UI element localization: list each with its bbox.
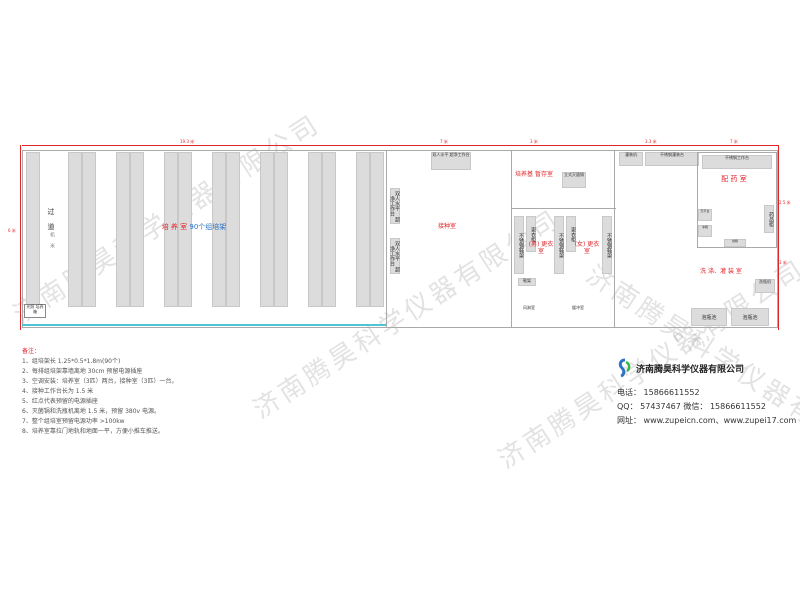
dispense-room: 不锈钢工作台 配 药 室 天平台 冰箱 烘箱 药品柜: [697, 152, 777, 248]
rack-column: [116, 152, 130, 307]
dimension-label: 3 米: [779, 260, 787, 265]
dimension-label: 3 米: [530, 139, 538, 144]
dimension-label: 7 米: [730, 139, 738, 144]
rack-column: [164, 152, 178, 307]
wash-room-label: 洗 涤、灌 装 室: [700, 268, 742, 275]
male-locker: 更衣柜: [526, 216, 536, 252]
dimension-line: [22, 145, 778, 146]
divider-wall: [512, 208, 616, 209]
balance-bench: 天平台: [698, 209, 712, 221]
rack-column: [82, 152, 96, 307]
soak-pool-2: 泡瓶池: [731, 308, 769, 326]
note-item: 5、红点代表预留的电源插座: [22, 398, 98, 405]
floor-plan: [22, 150, 778, 328]
dimension-height: 6 米: [8, 228, 16, 233]
rack-column: [260, 152, 274, 307]
bottle-washer: 洗瓶机: [755, 279, 775, 293]
rack-column: [212, 152, 226, 307]
medium-storage-label: 培养基 暂存室: [515, 171, 553, 178]
culture-room: 过 道 机 米 培 养 室 90个组培架 光照 培养箱: [22, 150, 386, 328]
clean-bench-left: 双人水平 超净工作台: [389, 238, 400, 274]
rack-column: [68, 152, 82, 307]
filling-machine: 灌装机: [619, 152, 643, 166]
rack-column: [308, 152, 322, 307]
rack-column: [178, 152, 192, 307]
dimension-label: 2.5 米: [779, 200, 791, 205]
rack-column: [26, 152, 40, 307]
drying-oven: 烘箱: [724, 239, 746, 247]
light-incubator: 光照 培养箱: [24, 304, 46, 318]
note-item: 8、培养室靠拉门地轨和地面一平，方便小推车推送。: [22, 428, 164, 435]
website-line: 网址： www.zupeicn.com、www.zupei17.com: [617, 416, 797, 425]
rack-column: [322, 152, 336, 307]
dimension-total: 19.3 米: [180, 139, 195, 144]
culture-room-racks: 90个组培架: [189, 223, 227, 231]
notes: 备注： 1、组培架长 1.25*0.5*1.8m(90个) 2、每排组培架靠墙离…: [22, 347, 322, 437]
rack-column: [130, 152, 144, 307]
corridor-label: 过 道: [47, 208, 55, 230]
note-item: 3、空调安装：培养室（3匹）两台，接种室（3匹）一台。: [22, 378, 178, 385]
male-locker-2: 不锈钢鞋架: [554, 216, 564, 274]
company-logo: [617, 358, 633, 378]
dispense-label: 配 药 室: [721, 175, 747, 183]
culture-room-name: 培 养 室: [161, 223, 188, 231]
clean-bench-left: 双人水平 超净工作台: [389, 188, 400, 224]
note-item: 6、灭菌锅和洗瓶机离地 1.5 米，预留 380v 电源。: [22, 408, 160, 415]
notes-title: 备注：: [22, 348, 41, 355]
culture-room-label: 培 养 室 90个组培架: [134, 223, 254, 231]
buffer-room: 缓冲室: [572, 305, 584, 310]
phone-line: 电话： 15866611552: [617, 388, 700, 397]
clean-bench-top: 双人水平 超净工作台: [431, 152, 471, 170]
qq-line: QQ： 57437467 微信： 15866611552: [617, 402, 766, 411]
female-locker: 更衣柜: [566, 216, 576, 252]
dimension-label: 7 米: [440, 139, 448, 144]
note-item: 7、整个组培室预留电源功率 >100kw: [22, 418, 125, 425]
rack-column: [356, 152, 370, 307]
inoculation-label: 接种室: [437, 223, 456, 230]
air-shower-room: 风淋室: [523, 305, 535, 310]
company-contact: 电话： 15866611552 QQ： 57437467 微信： 1586661…: [617, 386, 797, 428]
female-locker-room: (女) 更衣室: [574, 241, 600, 255]
dimension-label: 3.3 米: [645, 139, 657, 144]
note-item: 2、每排组培架靠墙离地 30cm 预留电源插座: [22, 368, 143, 375]
ss-bench: 不锈钢工作台: [702, 155, 772, 169]
rack-column: [226, 152, 240, 307]
dimension-line: [778, 145, 779, 330]
soak-pool-1: 泡瓶池: [691, 308, 727, 326]
note-item: 1、组培架长 1.25*0.5*1.8m(90个): [22, 358, 121, 365]
dimension-line: [20, 145, 21, 330]
female-shoe-rack: 不锈钢鞋架: [602, 216, 612, 274]
rack-column: [370, 152, 384, 307]
corridor-sublabel: 机 米: [49, 232, 55, 248]
shoe-rack: 鞋架: [518, 278, 536, 286]
fridge: 冰箱: [698, 225, 712, 237]
male-shoe-rack: 不锈钢鞋架: [514, 216, 524, 274]
company-name: 济南腾昊科学仪器有限公司: [636, 365, 745, 375]
inoculation-room: 双人水平 超净工作台 双人水平 超净工作台 双人水平 超净工作台 接种室: [386, 150, 511, 328]
middle-block: 培养基 暂存室 立式灭菌锅 不锈钢鞋架 更衣柜 不锈钢鞋架 (男) 更衣室 更衣…: [511, 150, 616, 328]
male-locker-room: (男) 更衣室: [528, 241, 554, 255]
rack-column: [274, 152, 288, 307]
autoclave: 立式灭菌锅: [562, 172, 586, 188]
ss-filling-bench: 不锈钢灌装台: [645, 152, 699, 166]
right-block: 灌装机 不锈钢灌装台 不锈钢工作台 配 药 室 天平台 冰箱 烘箱 药品柜 洗 …: [615, 150, 778, 328]
medicine-cabinet: 药品柜: [764, 205, 774, 233]
note-item: 4、接种工作台长为 1.5 米: [22, 388, 94, 395]
sliding-door-track: [22, 324, 386, 326]
